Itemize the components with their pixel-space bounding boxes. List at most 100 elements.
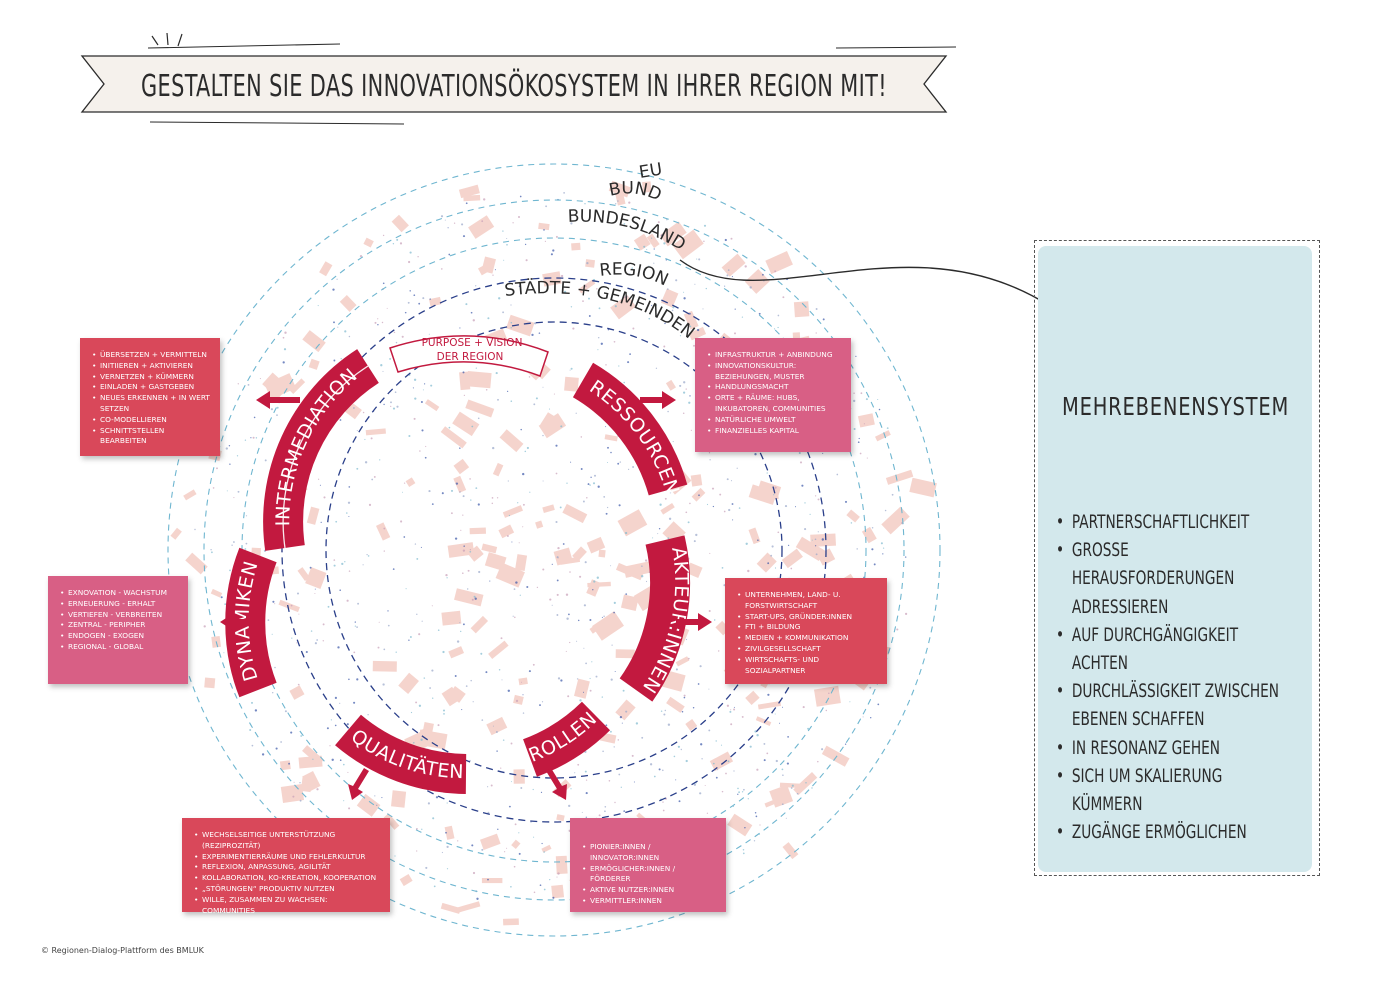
map-blob xyxy=(454,588,484,607)
svg-text:BUNDESLAND: BUNDESLAND xyxy=(567,206,688,254)
list-item: Reflexion, Anpassung, Agilität xyxy=(194,862,380,873)
map-blob xyxy=(572,546,587,562)
map-dot xyxy=(519,195,522,198)
map-dot xyxy=(534,322,537,325)
map-dot xyxy=(685,759,688,763)
map-dot xyxy=(448,253,451,256)
map-blob xyxy=(686,562,703,578)
map-dot xyxy=(500,637,503,640)
map-blob xyxy=(465,399,495,418)
map-blob xyxy=(571,242,581,251)
map-dot xyxy=(284,710,287,713)
map-dot xyxy=(871,526,874,529)
map-dot xyxy=(731,276,733,278)
map-dot xyxy=(395,651,397,653)
map-dot xyxy=(871,548,874,551)
map-dot xyxy=(337,646,340,649)
map-dot xyxy=(291,637,293,639)
map-dot xyxy=(356,678,359,681)
map-dot xyxy=(465,303,468,306)
map-dot xyxy=(347,501,351,504)
map-dot xyxy=(237,490,240,493)
map-dot xyxy=(759,824,761,826)
map-blob xyxy=(541,844,552,853)
map-dot xyxy=(496,750,498,752)
map-dot xyxy=(353,651,356,654)
map-dot xyxy=(781,768,784,771)
map-dot xyxy=(556,614,559,616)
map-dot xyxy=(341,562,344,566)
map-dot xyxy=(653,248,655,250)
map-dot xyxy=(347,771,349,773)
map-dot xyxy=(392,407,396,410)
map-blob xyxy=(690,474,703,487)
map-blob xyxy=(289,685,305,700)
arrow-rollen-icon xyxy=(546,768,567,800)
map-blob xyxy=(660,288,679,308)
map-dot xyxy=(503,259,505,261)
map-dot xyxy=(605,426,607,428)
map-blob xyxy=(398,672,419,694)
list-item: Infrastruktur + Anbindung xyxy=(707,350,841,361)
map-dot xyxy=(743,788,745,791)
map-dot xyxy=(370,437,373,440)
map-dot xyxy=(481,719,484,721)
map-dot xyxy=(828,692,830,695)
purpose-ribbon: PURPOSE + VISION DER REGION xyxy=(389,335,549,377)
map-dot xyxy=(249,729,252,731)
map-dot xyxy=(582,300,584,302)
map-dot xyxy=(853,399,856,403)
map-dot xyxy=(425,866,428,869)
map-dot xyxy=(683,297,686,300)
map-dot xyxy=(702,308,704,310)
map-dot xyxy=(394,855,396,857)
map-dot xyxy=(620,786,622,788)
map-dot xyxy=(364,438,366,441)
map-dot xyxy=(502,311,505,314)
map-dot xyxy=(720,744,723,746)
map-dot xyxy=(261,753,265,756)
map-dot xyxy=(790,567,793,570)
map-dot xyxy=(236,455,239,457)
map-dot xyxy=(559,506,562,509)
list-item: Grosse Herausforderungen adressieren xyxy=(1056,536,1294,621)
map-dot xyxy=(270,408,273,411)
map-dot xyxy=(770,554,773,557)
panel-list: PartnerschaftlichkeitGrosse Herausforder… xyxy=(1056,508,1294,847)
map-dot xyxy=(541,842,543,845)
map-dot xyxy=(485,389,488,391)
map-blob xyxy=(319,261,333,277)
map-dot xyxy=(471,598,474,601)
arc-qualitaeten xyxy=(335,714,467,794)
map-dot xyxy=(727,760,730,763)
map-dot xyxy=(741,316,744,318)
map-dot xyxy=(352,407,355,409)
map-dot xyxy=(726,274,729,277)
map-dot xyxy=(891,493,894,496)
map-dot xyxy=(267,619,270,621)
arc-ressourcen xyxy=(572,362,688,496)
map-dot xyxy=(555,235,558,238)
map-dot xyxy=(747,569,750,573)
map-dot xyxy=(480,652,483,655)
map-blob xyxy=(538,222,550,231)
map-dot xyxy=(882,547,885,549)
map-dot xyxy=(481,220,484,223)
map-blob xyxy=(453,475,467,493)
map-dot xyxy=(763,759,766,762)
map-dot xyxy=(814,538,817,541)
map-dot xyxy=(461,709,463,711)
box-rollen: Pionier:innen / Innovator:innenErmöglich… xyxy=(570,818,726,912)
map-dot xyxy=(220,596,223,599)
map-dot xyxy=(329,745,331,747)
map-dot xyxy=(774,713,776,715)
map-dot xyxy=(515,699,519,703)
map-dot xyxy=(723,510,726,513)
map-dot xyxy=(726,478,729,481)
map-dot xyxy=(400,520,403,523)
map-dot xyxy=(651,304,653,307)
map-dot xyxy=(782,296,785,299)
map-dot xyxy=(577,763,580,766)
map-dot xyxy=(395,341,398,344)
map-dot xyxy=(228,445,231,447)
